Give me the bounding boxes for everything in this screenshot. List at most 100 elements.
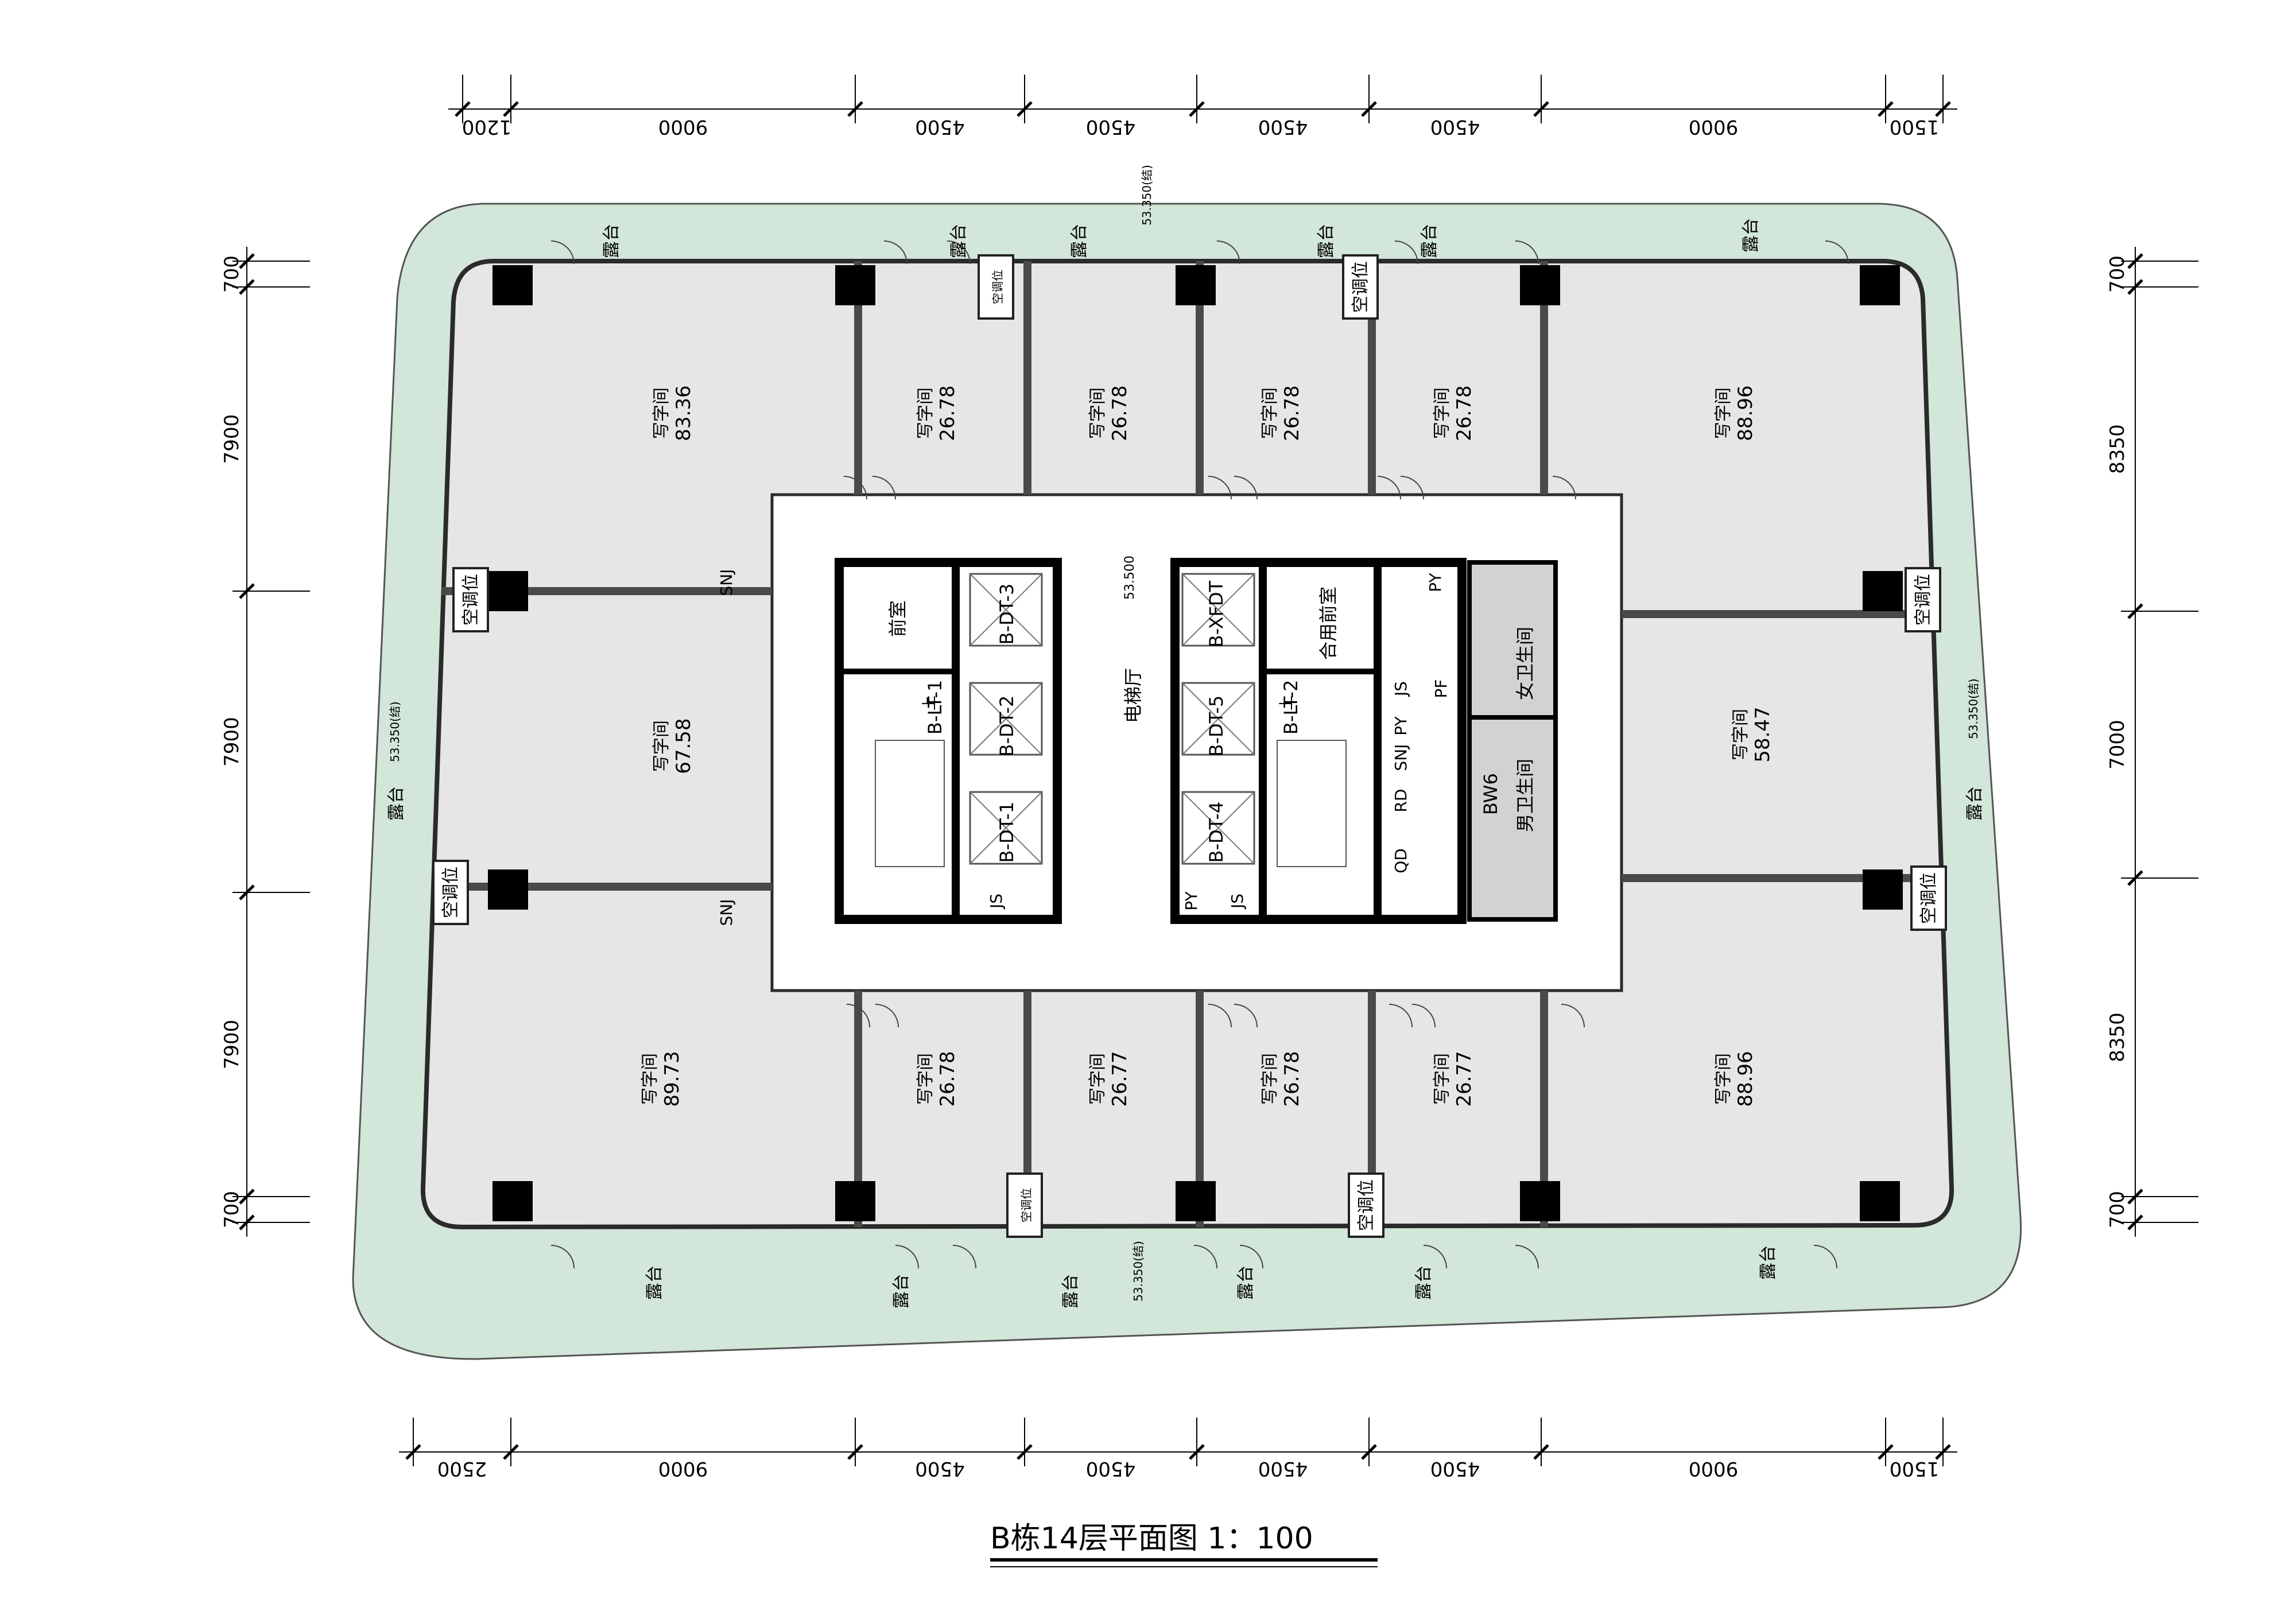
door-swing	[947, 240, 971, 265]
dimension-slash	[1878, 101, 1894, 117]
office-area: 26.78	[1108, 385, 1131, 441]
ac-unit-slot	[1348, 1172, 1384, 1238]
door-swing	[1411, 1004, 1436, 1028]
shared-front-room-label: 合用前室	[1317, 587, 1339, 660]
elevator-car-cross	[1182, 573, 1255, 646]
shaft-label: PY	[1182, 891, 1201, 910]
shaft-label: PF	[1432, 680, 1450, 698]
door-swing	[1377, 476, 1401, 500]
dimension-label: 8350	[2106, 1012, 2129, 1062]
ac-unit-slot	[452, 567, 489, 632]
door-swing	[1813, 1245, 1837, 1269]
elevator-car	[969, 791, 1043, 865]
dimension-label: 7000	[2106, 720, 2129, 770]
male-wc-label: 男卫生间	[1514, 759, 1536, 832]
dimension-slash	[405, 1444, 421, 1460]
shaft-label: SNJ	[717, 899, 736, 926]
dimension-slash	[239, 1214, 255, 1230]
office-area: 26.77	[1453, 1051, 1476, 1106]
lavatory-area	[1467, 560, 1558, 922]
door-swing	[1208, 476, 1232, 500]
dimension-slash	[239, 253, 255, 269]
ac-unit-label: 空调位	[1913, 574, 1933, 626]
door-swing	[1825, 240, 1849, 265]
door-swing	[875, 1004, 899, 1028]
office-area: 88.96	[1734, 385, 1757, 441]
door-swing	[1552, 476, 1576, 500]
office-label: 写字间	[1088, 387, 1108, 439]
ac-unit-slot	[1905, 567, 1941, 632]
dimension-label: 700	[2106, 255, 2129, 293]
column	[1860, 265, 1900, 305]
dimension-label: 1500	[1890, 115, 1940, 138]
office-label: 写字间	[1260, 387, 1280, 439]
shaft-label: JS	[987, 894, 1006, 910]
balcony-label: 露台	[1965, 786, 1985, 821]
office-area: 26.78	[936, 1051, 959, 1106]
column	[1860, 1181, 1900, 1221]
dimension-label: 700	[220, 1191, 243, 1228]
column	[1176, 1181, 1216, 1221]
dimension-slash	[1361, 101, 1377, 117]
ac-unit-slot	[1006, 1172, 1043, 1238]
dimension-slash	[1361, 1444, 1377, 1460]
dimension-label: 2500	[437, 1457, 487, 1480]
office-label: 写字间	[640, 1053, 660, 1105]
dimension-slash	[1189, 101, 1205, 117]
office-area: 89.73	[661, 1051, 684, 1106]
office-area: 58.47	[1751, 706, 1774, 762]
dimension-slash	[847, 101, 863, 117]
dimension-slash	[1878, 1444, 1894, 1460]
shaft-label: PY	[1391, 716, 1410, 735]
office-label: 写字间	[1432, 387, 1452, 439]
ac-unit-label: 空调位	[1356, 1179, 1376, 1231]
left-core-block	[835, 558, 1062, 924]
column	[488, 869, 528, 910]
elevator-car	[969, 682, 1043, 756]
door-swing	[872, 476, 896, 500]
ac-unit-label: 空调位	[441, 867, 461, 918]
door-swing	[1234, 1004, 1258, 1028]
dimension-lines	[232, 75, 2198, 1466]
column	[1176, 265, 1216, 305]
door-swings	[550, 240, 1849, 1269]
ac-unit-label: 空调位	[1919, 872, 1939, 924]
dimension-label: 1200	[462, 115, 512, 138]
elevator-car	[969, 573, 1043, 647]
column	[1863, 869, 1903, 910]
stair-up-label: 上	[1278, 696, 1296, 710]
dimension-label: 4500	[1258, 1457, 1308, 1480]
shaft-label: SNJ	[717, 569, 736, 596]
elevator-car	[1181, 573, 1255, 647]
office-label: 写字间	[1088, 1053, 1108, 1105]
balcony-label: 露台	[1316, 224, 1336, 258]
office-area: 26.78	[1281, 385, 1304, 441]
door-swing	[952, 1245, 976, 1269]
dimension-label: 4500	[915, 1457, 965, 1480]
lobby-label: 电梯厅	[1122, 668, 1144, 723]
office-area: 88.96	[1734, 1051, 1757, 1106]
dimension-label: 700	[2106, 1191, 2129, 1228]
dimension-slash	[1533, 1444, 1549, 1460]
elevator-car-cross	[1182, 682, 1255, 755]
door-swing	[883, 240, 907, 265]
office-label: 写字间	[1713, 1053, 1733, 1105]
dimension-label: 9000	[1689, 115, 1739, 138]
elevator-cars	[969, 573, 1255, 865]
column	[492, 1181, 533, 1221]
terrace-level-label: 53.350(结)	[388, 701, 402, 762]
balcony-label: 露台	[1414, 1265, 1434, 1300]
elevator-label: B-DT-2	[996, 696, 1018, 757]
dimension-slash	[455, 101, 471, 117]
ac-unit-slot	[1342, 254, 1379, 320]
dimension-slash	[1935, 1444, 1951, 1460]
door-swing	[1216, 240, 1240, 265]
dimension-label: 7900	[220, 414, 243, 464]
door-swing	[846, 1004, 870, 1028]
elevator-car-cross	[969, 682, 1042, 755]
column	[488, 571, 528, 611]
dimension-label: 9000	[658, 1457, 708, 1480]
dimension-label: 8350	[2106, 424, 2129, 474]
dimension-label: 4500	[1430, 115, 1480, 138]
dimension-label: 1500	[1890, 1457, 1940, 1480]
